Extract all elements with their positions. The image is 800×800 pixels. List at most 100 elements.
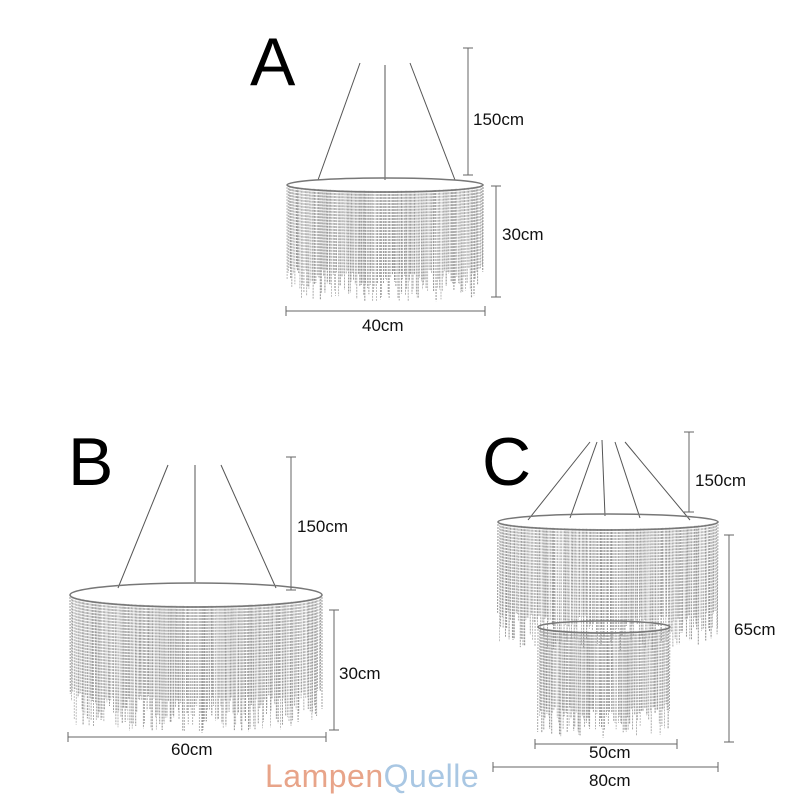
fringe-strand	[360, 190, 362, 286]
fringe-strand	[386, 190, 388, 282]
cable-line	[614, 441, 641, 519]
fringe-strand	[298, 600, 300, 714]
fringe-strand	[335, 190, 338, 273]
fringe-strand	[295, 601, 298, 710]
fringe-strand	[127, 604, 129, 721]
fringe-strand	[553, 527, 556, 640]
fringe-strand	[557, 630, 559, 723]
fringe-strand	[351, 190, 354, 274]
fringe-strand	[639, 630, 642, 726]
fringe-ring-b	[69, 593, 323, 733]
cable-line	[624, 441, 691, 521]
fringe-strand	[661, 527, 664, 618]
fringe-strand	[93, 600, 95, 727]
ring-top-a	[286, 177, 484, 193]
fringe-strand	[621, 631, 623, 724]
fringe-strand	[542, 628, 545, 731]
fringe-strand	[432, 190, 435, 292]
fringe-strand	[255, 604, 258, 700]
fringe-strand	[656, 629, 658, 711]
fringe-strand	[659, 629, 662, 735]
fringe-strand	[433, 189, 435, 276]
fringe-strand	[113, 603, 115, 713]
fringe-strand	[461, 188, 463, 292]
fringe-strand	[601, 631, 603, 729]
fringe-strand	[517, 525, 520, 621]
height-label-a: 30cm	[502, 225, 544, 244]
fringe-strand	[571, 631, 574, 713]
fringe-ring-a	[286, 183, 484, 302]
fringe-strand	[216, 605, 218, 721]
cable-length-label-c: 150cm	[695, 471, 747, 490]
fringe-strand	[350, 190, 353, 282]
cable-length-label-a: 150cm	[473, 110, 525, 129]
fringe-strand	[114, 603, 117, 725]
fringe-strand	[338, 190, 340, 286]
fringe-strand	[295, 186, 298, 269]
fringe-strand	[339, 190, 342, 286]
fringe-strand	[318, 596, 321, 690]
fringe-strand	[536, 527, 538, 620]
fringe-strand	[603, 528, 605, 638]
fringe-strand	[187, 605, 190, 725]
fringe-strand	[617, 631, 619, 724]
fringe-strand	[364, 190, 367, 285]
fringe-strand	[696, 525, 698, 630]
fringe-strand	[252, 604, 254, 712]
fringe-strand	[210, 605, 213, 716]
fringe-strand	[582, 528, 584, 617]
fringe-strand	[343, 190, 346, 290]
fringe-strand	[615, 631, 618, 730]
fringe-strand	[309, 188, 312, 283]
fringe-strand	[571, 528, 574, 625]
fringe-strand	[599, 528, 602, 645]
fringe-strand	[606, 631, 609, 711]
fringe-strand	[382, 190, 384, 284]
fringe-strand	[418, 190, 421, 279]
fringe-strand	[358, 190, 361, 287]
fringe-strand	[586, 631, 589, 719]
variant-label-b: B	[68, 424, 114, 500]
fringe-strand	[627, 631, 630, 731]
fringe-strand	[305, 188, 307, 271]
variant-label-c: C	[482, 424, 532, 500]
fringe-strand	[281, 602, 284, 725]
fringe-strand	[357, 190, 359, 275]
fringe-strand	[463, 188, 466, 277]
fringe-strand	[665, 527, 667, 642]
fringe-strand	[651, 528, 654, 650]
fringe-strand	[317, 596, 319, 691]
fringe-strand	[265, 603, 267, 715]
fringe-strand	[124, 603, 126, 723]
fringe-strand	[587, 528, 589, 627]
cable-line	[220, 464, 277, 589]
fringe-strand	[319, 189, 321, 300]
fringe-strand	[716, 520, 719, 628]
fringe-strand	[131, 604, 134, 729]
cable-line	[117, 464, 169, 589]
fringe-strand	[689, 526, 691, 641]
fringe-strand	[579, 631, 582, 736]
fringe-strand	[563, 630, 566, 717]
fringe-strand	[561, 630, 563, 711]
fringe-ring-c-upper	[497, 520, 719, 651]
fringe-strand	[261, 604, 263, 729]
ring-top-c-lower	[537, 620, 671, 634]
cable-line	[409, 62, 456, 181]
fringe-strand	[436, 189, 438, 288]
fringe-strand	[362, 190, 365, 296]
fringe-strand	[266, 603, 268, 709]
fringe-strand	[415, 190, 417, 295]
fringe-strand	[562, 528, 564, 624]
fringe-strand	[545, 527, 547, 618]
cable-length-label-b: 150cm	[297, 517, 349, 536]
fringe-strand	[244, 604, 247, 722]
logo-part-lampen: Lampen	[265, 758, 384, 794]
cable-line	[601, 439, 606, 517]
fringe-strand	[610, 631, 613, 714]
fringe-strand	[634, 631, 636, 716]
ring-top-b	[69, 582, 323, 608]
fringe-strand	[671, 527, 674, 648]
fringe-strand	[182, 605, 184, 731]
